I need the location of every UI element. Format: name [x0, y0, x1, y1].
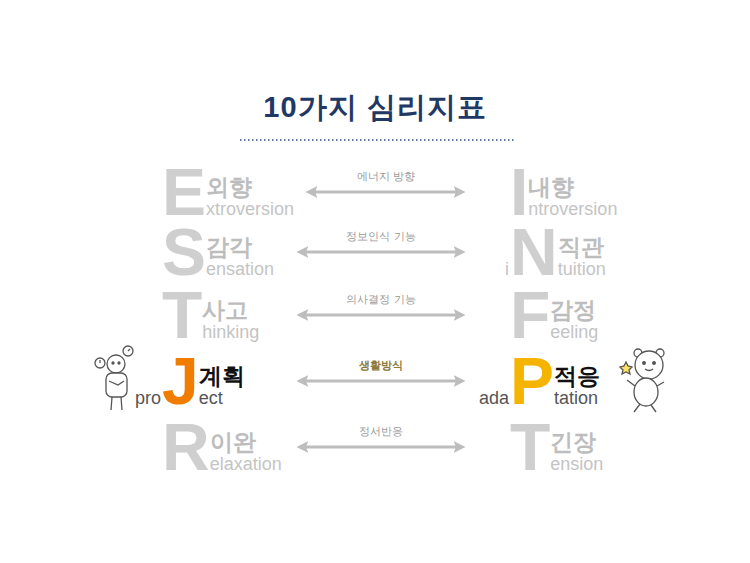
index-letter: R: [162, 422, 208, 472]
indicator-term: S감각ensation: [120, 227, 295, 277]
korean-term: 내향: [528, 174, 617, 200]
index-letter: N: [510, 227, 556, 277]
index-letter: S: [162, 227, 204, 277]
word-prefix: pro: [135, 389, 161, 407]
index-letter: E: [162, 167, 204, 217]
word-suffix: hinking: [202, 323, 259, 342]
title-underline: [240, 139, 515, 141]
figure-arms: [109, 381, 124, 385]
korean-term: 외향: [206, 174, 294, 200]
axis-label: 생활방식: [356, 359, 406, 372]
double-arrow: [300, 446, 462, 449]
figure-leg: [111, 397, 112, 410]
index-letter: T: [162, 290, 200, 340]
term-column: 이완elaxation: [210, 429, 282, 474]
bear-figure: [620, 349, 664, 412]
word-prefix: ada: [479, 389, 509, 407]
double-arrow: [309, 191, 462, 194]
double-arrow: [300, 251, 462, 254]
term-column: 적응tation: [554, 363, 600, 408]
korean-term: 계획: [199, 363, 245, 389]
index-letter: P: [510, 356, 552, 406]
indicator-term: I내향ntroversion: [465, 167, 640, 217]
word-suffix: ntroversion: [528, 200, 617, 219]
axis-label: 에너지 방향: [354, 170, 418, 183]
figure-eye: [112, 362, 114, 364]
korean-term: 긴장: [550, 429, 603, 455]
figure-eye: [118, 362, 120, 364]
index-letter: T: [510, 422, 548, 472]
bear-arm: [657, 382, 664, 386]
clock-icon: [123, 346, 133, 356]
term-column: 내향ntroversion: [528, 174, 617, 219]
word-suffix: eeling: [550, 323, 598, 342]
double-arrow: [300, 314, 462, 317]
bear-head: [635, 351, 663, 379]
word-suffix: ension: [550, 455, 603, 474]
word-suffix: tation: [554, 389, 600, 408]
word-suffix: elaxation: [210, 455, 282, 474]
korean-term: 이완: [210, 429, 282, 455]
axis-label: 정서반응: [356, 425, 406, 438]
bear-mouth: [645, 369, 653, 371]
bear-eye: [643, 362, 646, 365]
index-letter: J: [162, 356, 197, 406]
bear-body: [634, 378, 658, 406]
term-column: 감정eeling: [550, 297, 598, 342]
korean-term: 사고: [202, 297, 259, 323]
word-prefix: i: [505, 260, 509, 278]
indicator-term: iN직관tuition: [465, 227, 640, 277]
star-icon: [620, 362, 632, 374]
planner-figure: [95, 346, 133, 410]
term-column: 사고hinking: [202, 297, 259, 342]
indicator-term: E외향xtroversion: [120, 167, 304, 217]
indicator-term: R이완elaxation: [120, 422, 295, 472]
figure-head: [107, 355, 125, 373]
word-suffix: ensation: [206, 260, 274, 279]
index-letter: F: [510, 290, 548, 340]
indicator-term: adaP적응tation: [465, 356, 640, 406]
indicator-term: proJ계획ect: [120, 356, 295, 406]
word-suffix: ect: [199, 389, 245, 408]
clock-icon: [95, 358, 105, 368]
term-column: 긴장ension: [550, 429, 603, 474]
indicator-term: T사고hinking: [120, 290, 295, 340]
term-column: 직관tuition: [558, 234, 606, 279]
korean-term: 적응: [554, 363, 600, 389]
figure-body: [106, 373, 127, 397]
axis-label: 의사결정 기능: [343, 293, 418, 306]
korean-term: 직관: [558, 234, 606, 260]
bear-eye: [653, 362, 656, 365]
term-column: 계획ect: [199, 363, 245, 408]
diagram-title: 10가지 심리지표: [0, 88, 750, 128]
korean-term: 감각: [206, 234, 274, 260]
indicator-term: T긴장ension: [465, 422, 640, 472]
double-arrow: [300, 380, 462, 383]
term-column: 감각ensation: [206, 234, 274, 279]
axis-label: 정보인식 기능: [343, 230, 418, 243]
bear-legs: [634, 404, 656, 412]
clock-hand: [128, 349, 130, 351]
korean-term: 감정: [550, 297, 598, 323]
figure-leg: [121, 397, 122, 410]
clock-hand: [99, 360, 100, 363]
bear-arm: [627, 380, 635, 386]
indicator-term: F감정eeling: [465, 290, 640, 340]
word-suffix: tuition: [558, 260, 606, 279]
term-column: 외향xtroversion: [206, 174, 294, 219]
index-letter: I: [510, 167, 526, 217]
word-suffix: xtroversion: [206, 200, 294, 219]
